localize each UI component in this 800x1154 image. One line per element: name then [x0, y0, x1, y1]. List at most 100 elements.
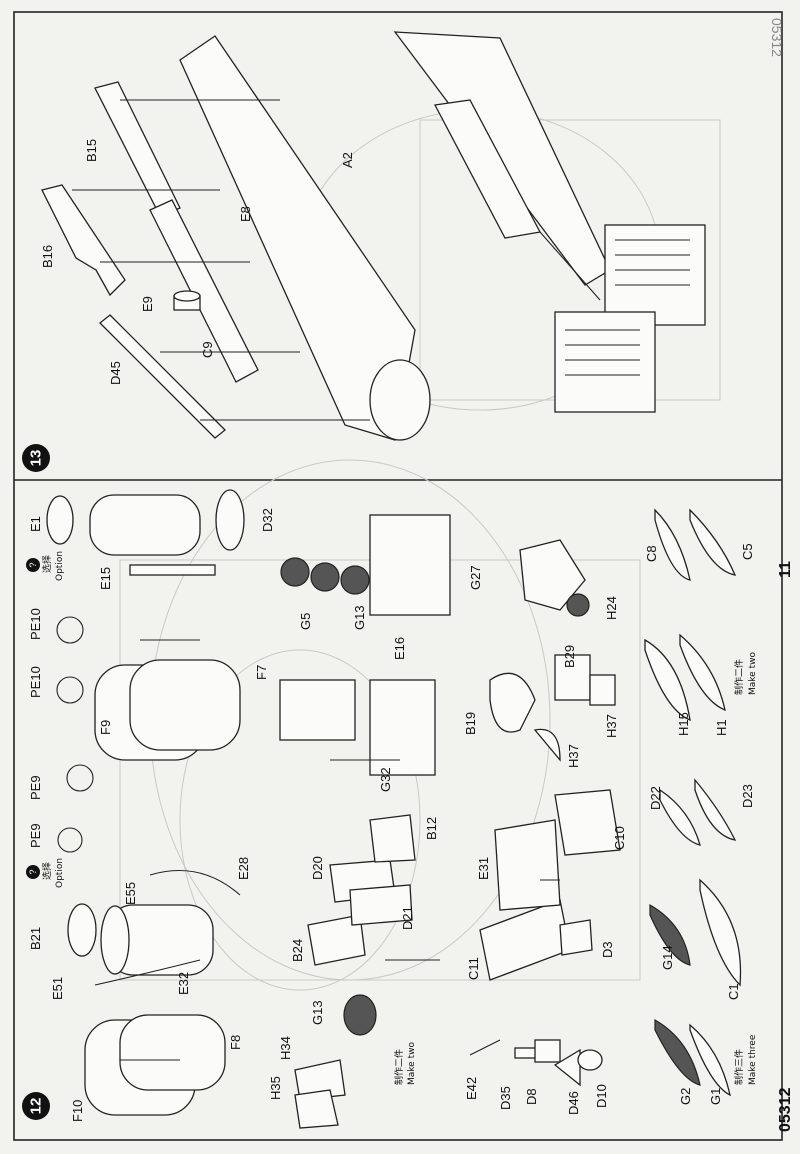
label-f10: F10: [70, 1100, 85, 1122]
label-pe10-a: PE10: [28, 608, 43, 640]
part-c5: [689, 508, 737, 576]
note-make-three: 制作三件 Make three: [733, 1034, 758, 1085]
part-g1: [689, 1023, 731, 1097]
engine-grille-block-2: [554, 311, 656, 413]
note-make-three-cn: 制作三件: [733, 1049, 745, 1085]
part-d46: [553, 1048, 581, 1087]
label-g14: G14: [660, 945, 675, 970]
part-e16-base: [369, 679, 436, 776]
label-d21: D21: [400, 906, 415, 930]
part-e31-plate: [494, 819, 561, 911]
label-h37-a: H37: [566, 744, 581, 768]
part-c11-bracket: [479, 899, 571, 981]
step12-number: 12: [28, 1098, 45, 1115]
part-g13-grille-2: [340, 565, 370, 595]
step13-number: 13: [28, 450, 45, 467]
part-e15-e1-drum: [46, 489, 245, 576]
label-c1: C1: [726, 983, 741, 1000]
part-h24-grille: [566, 593, 590, 617]
part-d8: [534, 1039, 561, 1063]
part-b12-plate: [369, 814, 416, 863]
part-d10-disc: [577, 1049, 603, 1071]
label-b19: B19: [463, 712, 478, 735]
label-f8: F8: [228, 1035, 243, 1050]
part-c8: [654, 508, 691, 581]
label-h1: H1: [714, 719, 729, 736]
label-c8: C8: [644, 545, 659, 562]
label-e31: E31: [476, 857, 491, 880]
part-g5-grille-2: [310, 562, 340, 592]
option-cn-left: 选择: [41, 862, 53, 880]
part-e9: [173, 290, 201, 311]
label-f9: F9: [98, 720, 113, 735]
part-b19: [489, 672, 536, 733]
label-b29: B29: [562, 645, 577, 668]
part-f9-f7-shell: [94, 659, 241, 761]
label-g13-a: G13: [310, 1000, 325, 1025]
part-e28-pipe: [149, 869, 241, 896]
label-pe10-b: PE10: [28, 666, 43, 698]
part-e16-box: [279, 679, 356, 741]
part-h37-a: [533, 728, 561, 762]
part-d21-plate: [349, 884, 413, 926]
option-cn-right: 选择: [41, 555, 53, 573]
label-h24: H24: [604, 596, 619, 620]
option-badge-right: ? 选择 Option: [26, 551, 65, 581]
label-pe9-b: PE9: [28, 775, 43, 800]
label-g2: G2: [678, 1088, 693, 1105]
part-b15: [94, 81, 181, 217]
label-c10: C10: [612, 826, 627, 850]
engine-grille-block-1: [604, 224, 706, 326]
label-h34: H34: [278, 1036, 293, 1060]
step13-number-badge: 13: [22, 444, 50, 472]
label-c9: C9: [200, 341, 215, 358]
note-make-two-1-en: Make two: [407, 1042, 417, 1085]
label-c5: C5: [740, 543, 755, 560]
label-d35: D35: [498, 1086, 513, 1110]
note-make-three-en: Make three: [748, 1034, 758, 1085]
part-g-box: [369, 514, 451, 616]
page-frame: [13, 11, 783, 1141]
part-g2: [654, 1018, 701, 1086]
label-g5: G5: [298, 613, 313, 630]
label-e9: E9: [140, 296, 155, 312]
engine-grille-slats: [565, 239, 690, 376]
part-h37-b: [589, 674, 616, 706]
label-b21: B21: [28, 927, 43, 950]
watermark-code: 05312: [769, 18, 785, 57]
part-g14: [649, 903, 691, 966]
part-f10-f8-shell: [84, 1014, 226, 1116]
catalog-number: 05312: [777, 1087, 794, 1132]
part-e42-rod: [469, 1039, 501, 1056]
label-h35: H35: [268, 1076, 283, 1100]
part-b29: [554, 654, 591, 701]
label-g13-b: G13: [352, 605, 367, 630]
label-d10: D10: [594, 1084, 609, 1108]
part-g13-grille: [343, 994, 377, 1036]
label-d46: D46: [566, 1091, 581, 1115]
part-d3-plate: [559, 919, 593, 956]
note-make-two-2: 制作二件 Make two: [733, 652, 758, 695]
label-b15: B15: [84, 139, 99, 162]
pe-stars: [56, 616, 94, 853]
label-pe9-a: PE9: [28, 823, 43, 848]
part-d23: [694, 778, 737, 841]
step12-number-badge: 12: [22, 1092, 50, 1120]
label-b12: B12: [424, 817, 439, 840]
part-c1: [699, 878, 742, 987]
part-d22: [659, 788, 701, 846]
label-e8: E8: [238, 206, 253, 222]
option-mark-right: ?: [28, 562, 38, 567]
label-e32: E32: [176, 972, 191, 995]
label-d20: D20: [310, 856, 325, 880]
step12-arrows: [120, 639, 560, 1061]
note-make-two-1: 制作二件 Make two: [393, 1042, 417, 1085]
option-badge-left: ? 选择 Option: [26, 858, 65, 888]
page-number: 11: [777, 561, 794, 578]
label-f7: F7: [254, 665, 269, 680]
part-e51-pipe: [94, 959, 201, 986]
label-e28: E28: [236, 857, 251, 880]
part-e32-drum: [100, 904, 214, 976]
option-en-left: Option: [55, 858, 65, 888]
